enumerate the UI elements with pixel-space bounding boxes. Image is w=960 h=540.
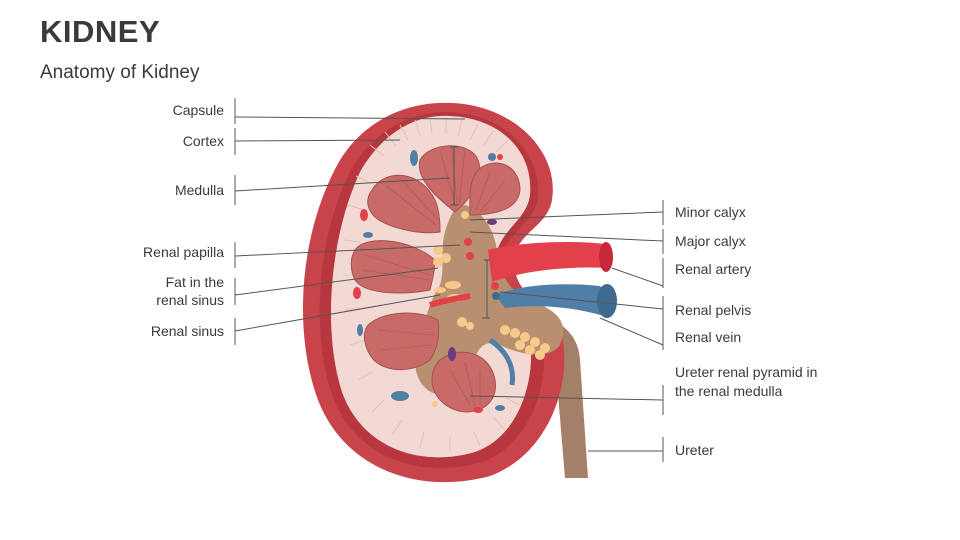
label-fat-line2: renal sinus (156, 292, 224, 308)
page-subtitle: Anatomy of Kidney (40, 62, 200, 83)
label-renal-sinus: Renal sinus (150, 323, 224, 339)
label-renal-pelvis: Renal pelvis (675, 302, 752, 318)
pyramid-striations (361, 147, 506, 406)
label-capsule: Capsule (172, 102, 224, 118)
label-medulla: Medulla (174, 182, 224, 198)
label-renal-papilla: Renal papilla (143, 244, 224, 260)
renal-pyramids (350, 145, 521, 413)
label-renal-vein: Renal vein (675, 329, 742, 345)
label-ureter: Ureter (675, 442, 714, 458)
pyramid-upper-left (367, 174, 441, 234)
renal-vein-vessel (495, 284, 612, 316)
renal-artery-vessel (488, 242, 608, 282)
label-fat-line1: Fat in the (165, 274, 224, 290)
pyramid-lower-left (363, 312, 440, 371)
label-minor-calyx: Minor calyx (675, 204, 746, 220)
label-ureter-pyramid-line1: Ureter renal pyramid in (675, 364, 818, 380)
pyramid-top-right (469, 162, 521, 216)
label-major-calyx: Major calyx (675, 233, 746, 249)
label-cortex: Cortex (182, 133, 224, 149)
vein-branch (488, 337, 516, 386)
artery-branch (429, 293, 471, 308)
label-ureter-pyramid-line2: the renal medulla (675, 383, 783, 399)
pyramid-bottom (431, 351, 496, 413)
renal-vein-opening (597, 284, 617, 318)
pyramid-mid-left (350, 240, 436, 294)
label-renal-artery: Renal artery (675, 261, 752, 277)
leader-lines (234, 98, 664, 462)
small-vessels (353, 150, 505, 413)
page-title: KIDNEY (40, 14, 161, 49)
renal-artery-opening (599, 242, 613, 272)
